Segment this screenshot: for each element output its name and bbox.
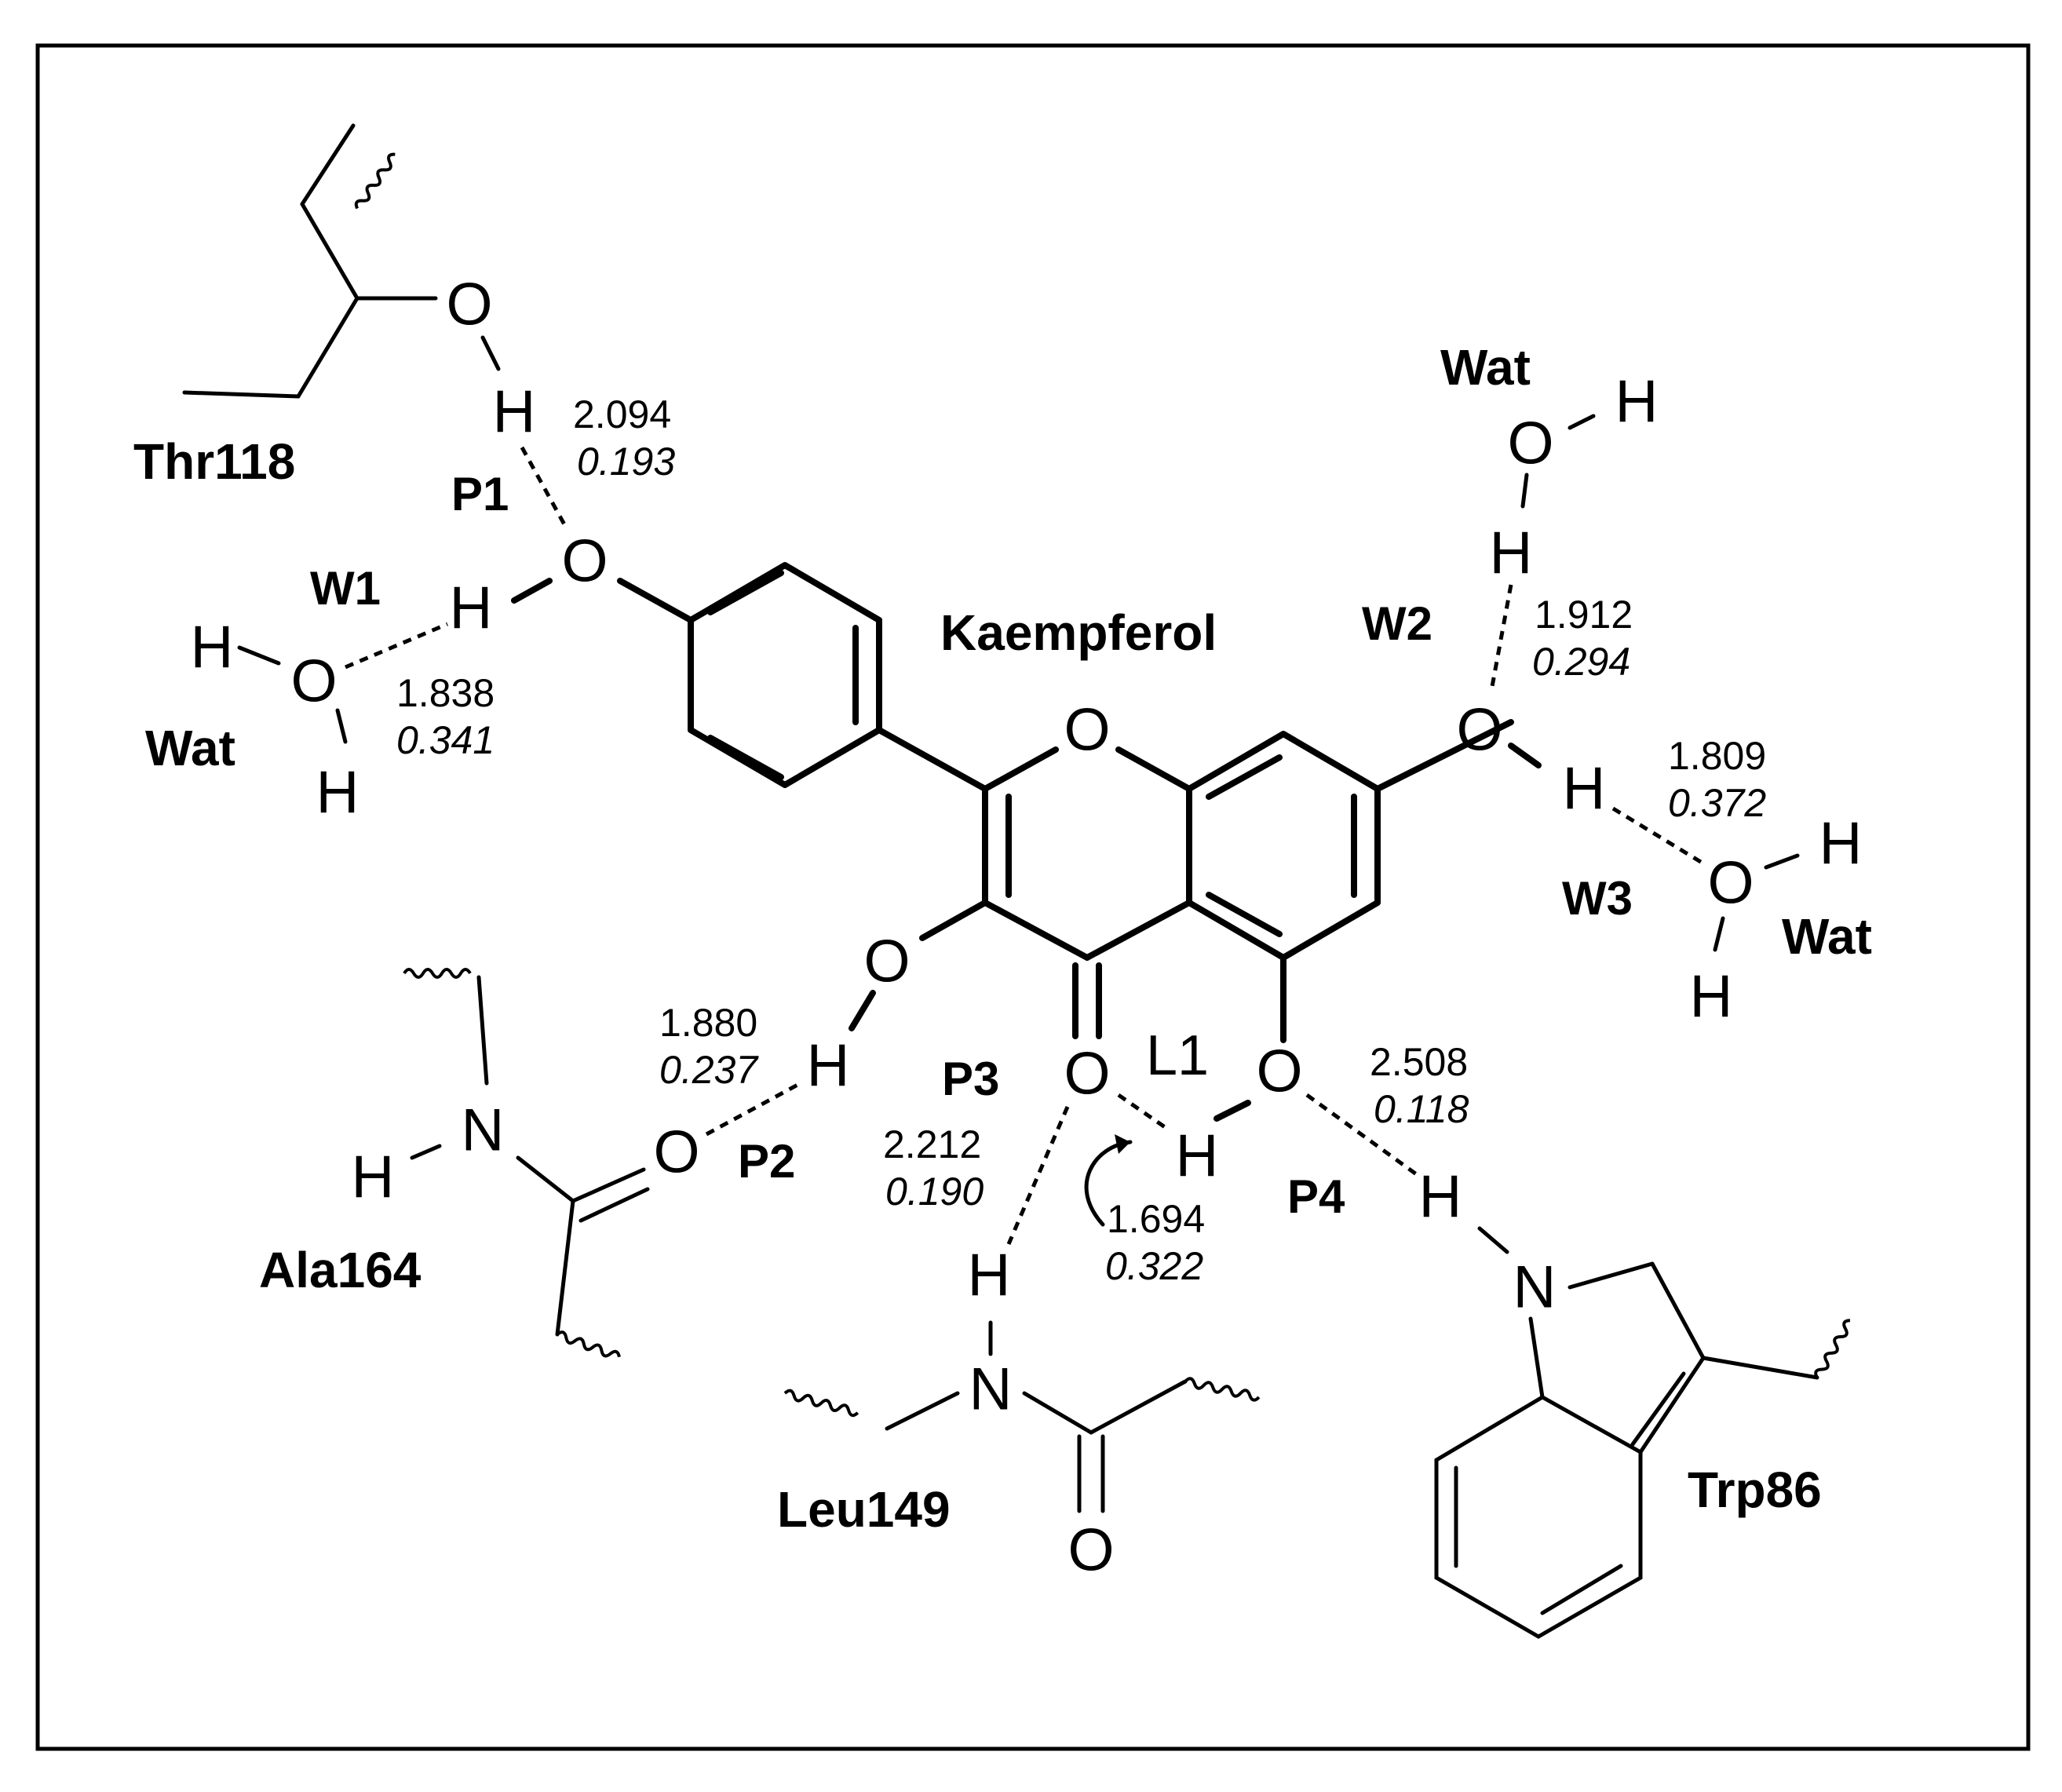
water-w3-h1: H (1819, 811, 1863, 878)
oh4p-hydrogen: H (450, 575, 493, 642)
oh4p-oxygen: O (561, 528, 608, 595)
water-w2-h2: H (1490, 520, 1533, 587)
oh5-hydrogen: H (1176, 1123, 1219, 1190)
leu-hydrogen: H (968, 1243, 1011, 1309)
carbonyl-oxygen: O (1064, 1041, 1110, 1108)
frame-border (35, 43, 2031, 1751)
residue-trp86: Trp86 (1688, 1462, 1822, 1518)
w2-distance: 1.912 (1535, 593, 1633, 637)
p4-energy: 0.118 (1374, 1087, 1469, 1131)
ala-nitrogen: N (462, 1097, 505, 1164)
p3-distance: 2.212 (883, 1122, 981, 1166)
ala164-structure (403, 968, 650, 1358)
p2-distance: 1.880 (659, 1001, 757, 1045)
water-w1-h1: H (191, 615, 234, 681)
residue-ala164: Ala164 (259, 1242, 422, 1298)
water-w1-label: Wat (145, 720, 235, 776)
p3-energy: 0.190 (885, 1170, 984, 1214)
water-w3-label: Wat (1782, 908, 1872, 965)
molecule-name: Kaempferol (940, 604, 1217, 661)
oh5-oxygen: O (1256, 1038, 1302, 1105)
leu-oxygen: O (1067, 1517, 1114, 1584)
oh3-oxygen: O (863, 929, 910, 995)
water-w2-h1: H (1615, 369, 1659, 436)
p4-distance: 2.508 (1370, 1040, 1468, 1084)
leu149-structure (783, 1320, 1261, 1513)
residue-thr118: Thr118 (133, 433, 295, 490)
l1-distance: 1.694 (1107, 1197, 1205, 1241)
oh7-hydrogen: H (1563, 756, 1606, 823)
interaction-label-p1: P1 (451, 468, 509, 520)
oh7-oxygen: O (1456, 697, 1502, 764)
trp-hydrogen: H (1419, 1164, 1462, 1231)
thr118-structure (182, 123, 501, 399)
w1-energy: 0.341 (396, 718, 495, 762)
trp-nitrogen: N (1513, 1254, 1557, 1321)
w2-energy: 0.294 (1532, 640, 1630, 684)
site-label-l1: L1 (1146, 1024, 1209, 1087)
water-w2-oxygen: O (1507, 411, 1553, 477)
l1-energy: 0.322 (1105, 1244, 1203, 1288)
water-w3-h2: H (1690, 964, 1733, 1031)
w3-distance: 1.809 (1668, 734, 1766, 778)
water-w1-h2: H (316, 760, 359, 827)
water-w2-label: Wat (1440, 339, 1531, 396)
water-w1-oxygen: O (290, 648, 337, 715)
hydrogen-bonds (345, 446, 1705, 1245)
kaempferol-structure (511, 562, 1542, 1122)
interaction-label-w2: W2 (1362, 597, 1432, 650)
thr-oxygen: O (446, 272, 492, 338)
interaction-label-p3: P3 (942, 1053, 999, 1105)
oh3-hydrogen: H (807, 1033, 850, 1100)
p2-energy: 0.237 (659, 1048, 759, 1092)
water-w3-oxygen: O (1707, 850, 1754, 917)
interaction-label-w1: W1 (310, 562, 381, 615)
ring-oxygen: O (1064, 697, 1110, 764)
p1-distance: 2.094 (573, 392, 671, 436)
p1-energy: 0.193 (577, 440, 675, 484)
interaction-label-w3: W3 (1562, 872, 1633, 925)
residue-leu149: Leu149 (777, 1481, 951, 1538)
ala-hydrogen: H (352, 1144, 395, 1211)
w1-distance: 1.838 (396, 671, 495, 715)
interaction-label-p2: P2 (738, 1135, 795, 1188)
w3-energy: 0.372 (1668, 781, 1766, 825)
thr-hydrogen: H (493, 379, 536, 446)
trp86-structure (1434, 1226, 1851, 1639)
leu-nitrogen: N (969, 1356, 1013, 1423)
interaction-label-p4: P4 (1287, 1170, 1345, 1223)
ala-oxygen: O (653, 1119, 699, 1186)
